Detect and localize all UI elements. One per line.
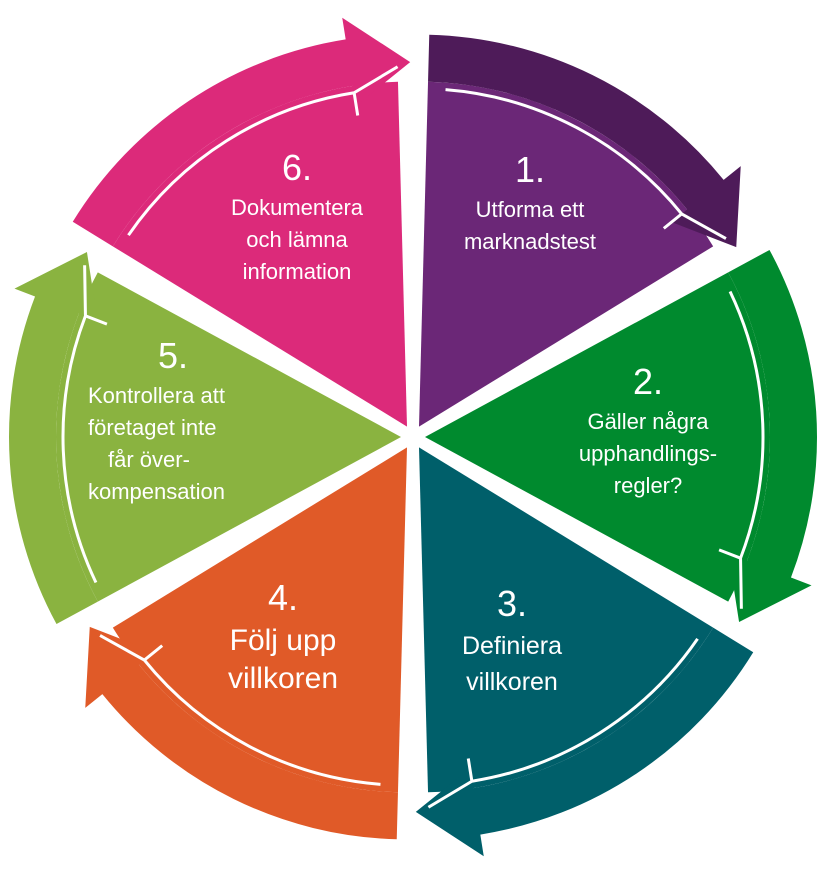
step-2-label: 2. Gäller några upphandlings- regler? <box>579 362 717 502</box>
step-4-number: 4. <box>267 577 299 618</box>
step-1-wedge <box>419 81 714 427</box>
step-4-line: villkoren <box>227 662 339 695</box>
step-6-arrow-outline <box>127 65 399 237</box>
step-3-number: 3. <box>496 583 528 624</box>
step-2-arrow-outline <box>718 290 765 609</box>
step-4-arrow-outline <box>99 634 381 786</box>
step-2-line: upphandlings- <box>578 441 718 466</box>
step-1-line: marknadstest <box>463 229 597 254</box>
step-6-label: 6. Dokumentera och lämna information <box>231 148 363 288</box>
step-3-arrow <box>415 627 754 857</box>
step-5-line: företaget inte <box>88 415 217 440</box>
step-1-label: 1. Utforma ett marknadstest <box>464 150 596 258</box>
step-4-wedge <box>112 447 407 793</box>
step-1-arrow <box>428 34 741 248</box>
step-6-line: Dokumentera <box>230 195 364 220</box>
step-2-number: 2. <box>632 361 664 402</box>
step-1-number: 1. <box>514 149 546 190</box>
step-3-wedge <box>419 447 714 793</box>
step-3-line: Definiera <box>461 632 563 660</box>
step-2-line: Gäller några <box>587 409 709 434</box>
step-6-arrow <box>72 17 411 247</box>
step-6-number: 6. <box>281 147 313 188</box>
step-5-line: kompensation <box>88 479 225 504</box>
step-5-line: får över- <box>108 447 190 472</box>
step-2-wedge <box>425 272 770 602</box>
step-4-arrow <box>85 626 398 840</box>
step-6-line: information <box>242 259 352 284</box>
step-6-wedge <box>112 81 407 427</box>
step-5-arrow-outline <box>61 265 108 584</box>
step-5-arrow <box>9 252 98 625</box>
step-3-label: 3. Definiera villkoren <box>462 584 562 700</box>
step-2-arrow <box>728 249 817 622</box>
step-1-line: Utforma ett <box>475 197 585 222</box>
step-3-arrow-outline <box>427 637 699 809</box>
step-5-label: 5. Kontrollera att företaget inte får öv… <box>88 336 225 508</box>
step-5-number: 5. <box>158 335 189 376</box>
step-4-line: Följ upp <box>229 624 337 657</box>
step-5-wedge <box>56 272 401 602</box>
step-2-line: regler? <box>613 473 683 498</box>
step-3-line: villkoren <box>466 668 558 696</box>
step-6-line: och lämna <box>246 227 348 252</box>
step-5-line: Kontrollera att <box>88 383 225 408</box>
step-1-arrow-outline <box>445 88 727 240</box>
step-4-label: 4. Följ upp villkoren <box>228 578 338 698</box>
